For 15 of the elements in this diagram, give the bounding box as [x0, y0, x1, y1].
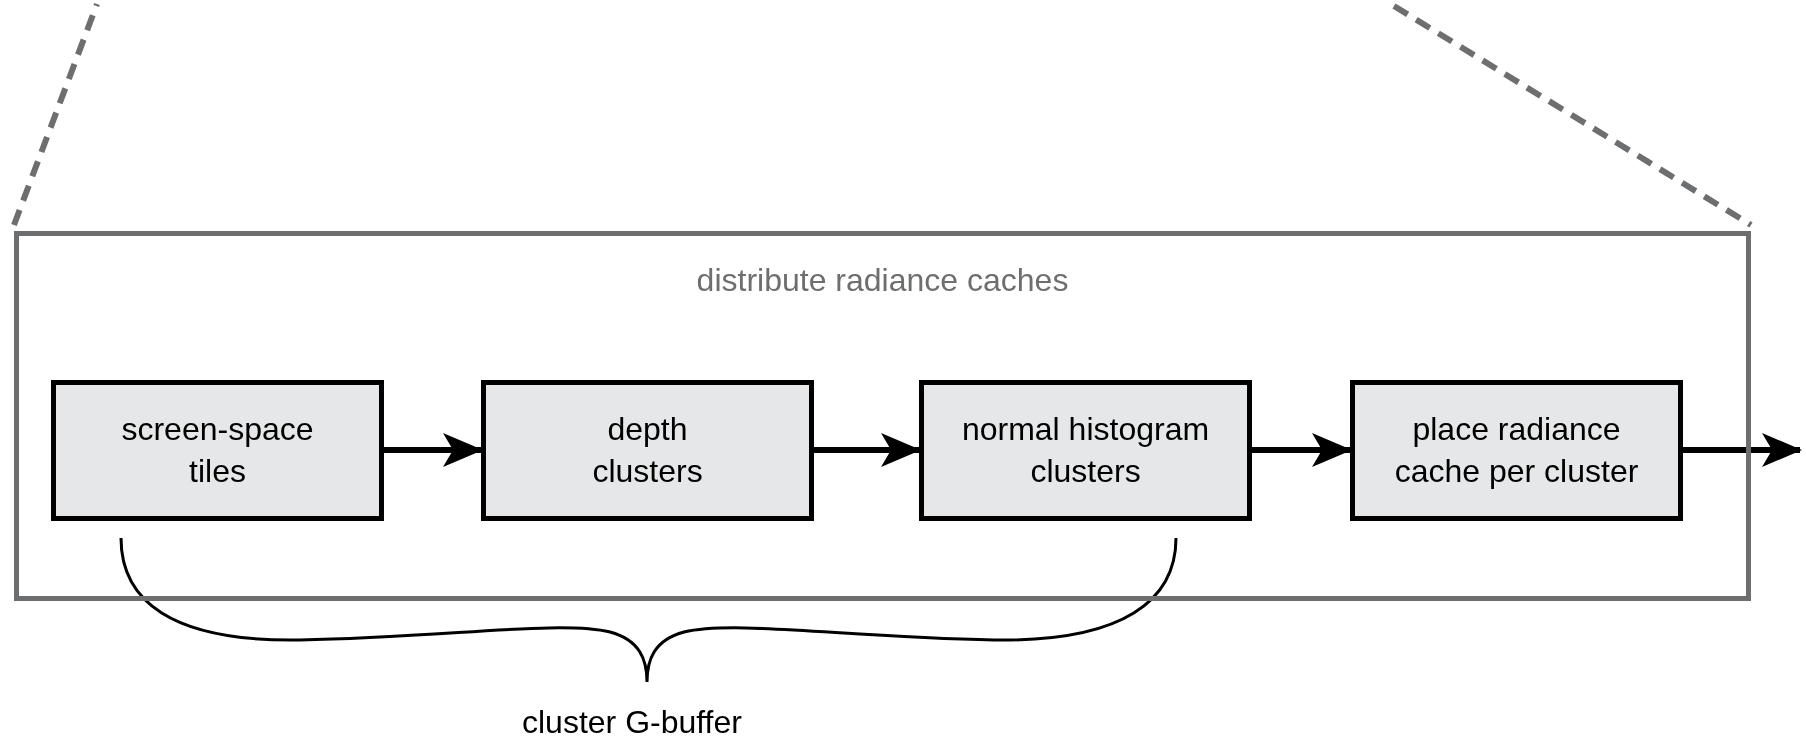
- arrow: [384, 433, 483, 467]
- box-label: place radiance cache per cluster: [1393, 409, 1640, 491]
- box-label: depth clusters: [591, 409, 704, 491]
- group-frame: [14, 231, 1751, 601]
- brace-label: cluster G-buffer: [522, 704, 742, 741]
- arrow: [1683, 433, 1802, 467]
- arrow: [814, 433, 921, 467]
- box-label: normal histogram clusters: [960, 409, 1211, 491]
- group-title: distribute radiance caches: [695, 262, 1070, 299]
- process-box: [481, 380, 814, 521]
- process-box: [1350, 380, 1683, 521]
- process-box: [919, 380, 1252, 521]
- process-box: [51, 380, 384, 521]
- box-label: screen-space tiles: [120, 409, 315, 491]
- arrow: [1252, 433, 1352, 467]
